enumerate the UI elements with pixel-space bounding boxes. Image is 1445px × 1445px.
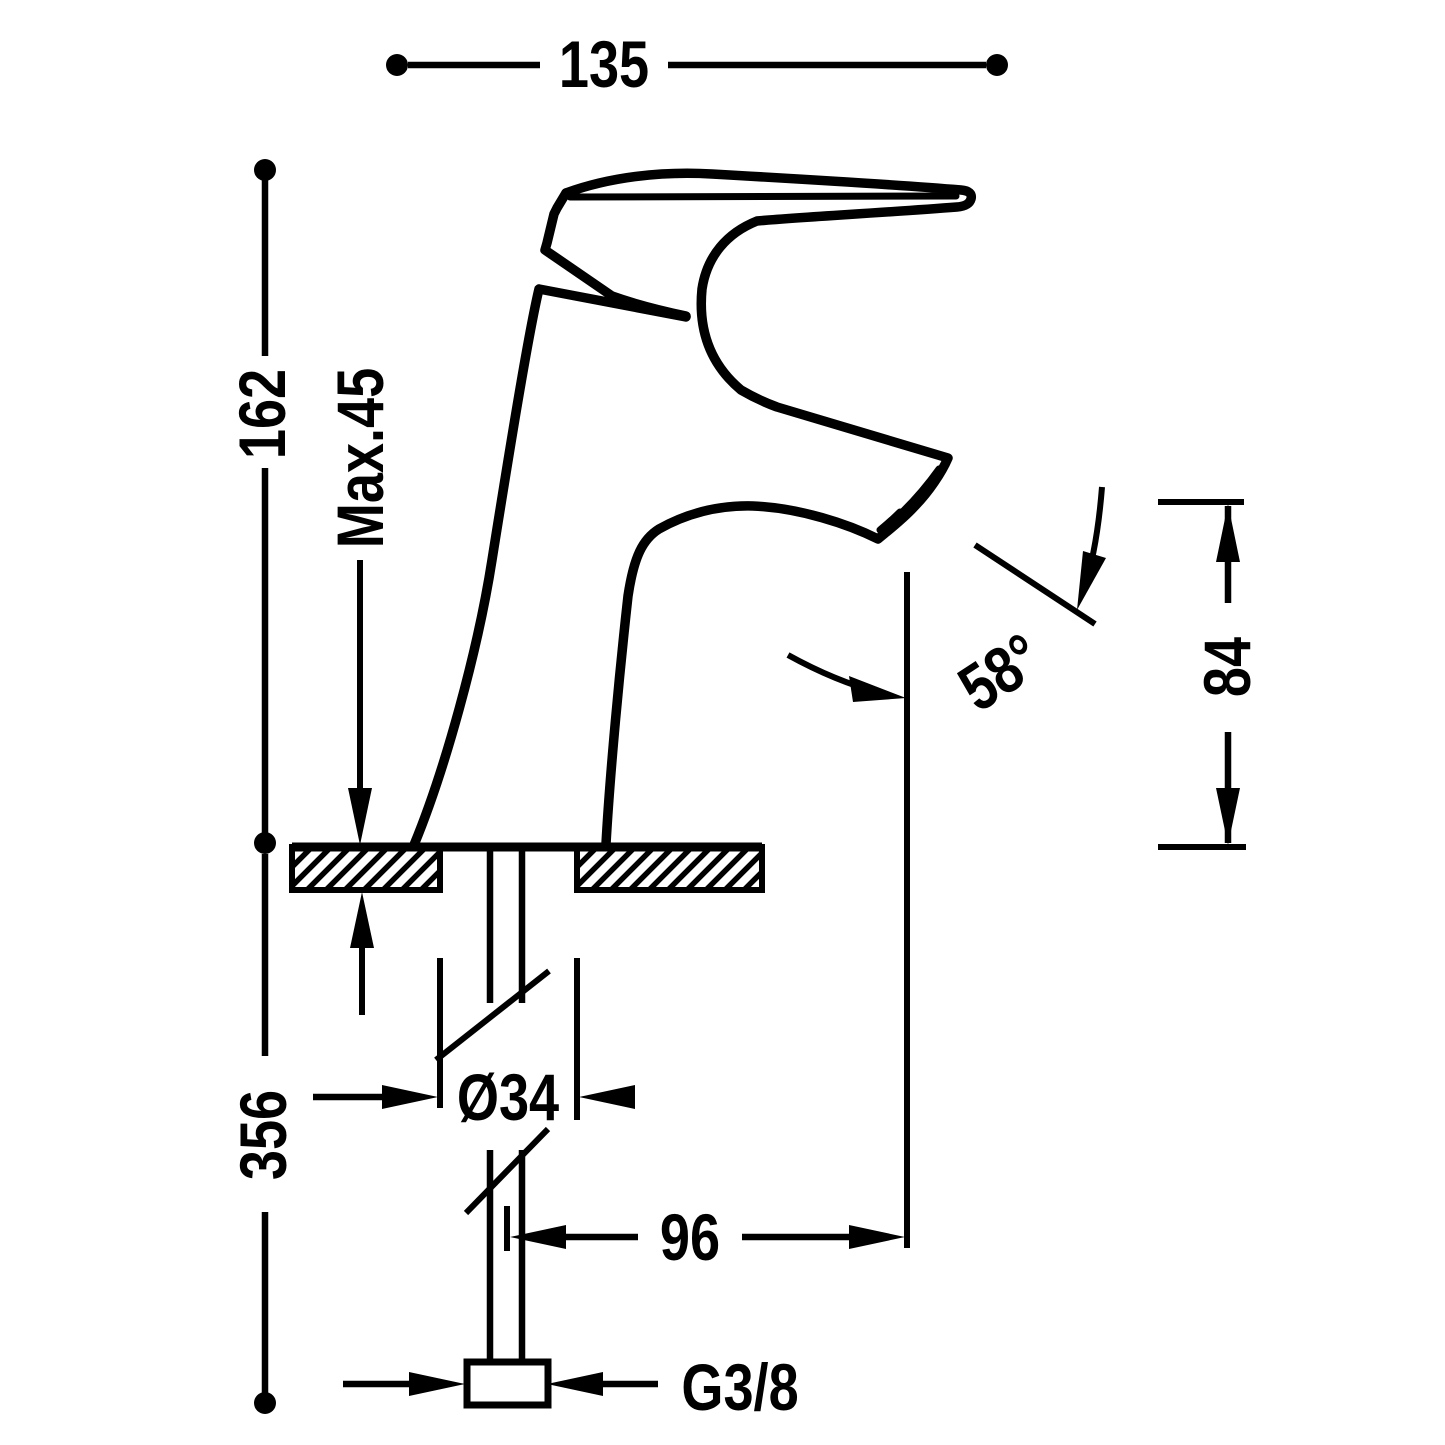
dim-84-down-arrowhead — [1216, 788, 1240, 845]
dimension-body-height: 162 — [225, 159, 299, 854]
connection-nut — [463, 1358, 552, 1409]
supply-pipe-upper — [486, 849, 526, 1003]
dim-label-135: 135 — [559, 27, 649, 101]
dim-96-left-pointing-arrowhead — [510, 1225, 566, 1249]
angle-left-arrowhead — [849, 676, 906, 702]
dim-label-84: 84 — [1190, 637, 1264, 698]
faucet-lever-inner-line — [566, 192, 960, 201]
dim-label-96: 96 — [660, 1200, 720, 1274]
dim-label-162: 162 — [225, 369, 299, 459]
dimension-overall-width: 135 — [386, 27, 1008, 101]
faucet-body-left-edge — [409, 284, 691, 850]
supply-pipe-group — [434, 849, 552, 1409]
countertop-group — [289, 842, 765, 893]
dim-96-right-pointing-arrowhead — [849, 1225, 905, 1249]
dim-o34-right-pointing-arrowhead — [382, 1085, 438, 1109]
faucet-lever-spout-outline — [561, 168, 977, 849]
dim-endpoint-dot — [986, 54, 1008, 76]
dim-endpoint-dot — [254, 1392, 276, 1414]
spout-mouth-inner-line-2 — [876, 508, 904, 534]
faucet-outline-group — [409, 168, 977, 850]
dim-label-o34: Ø34 — [457, 1060, 560, 1134]
pipe-break-slash-upper — [434, 968, 551, 1063]
dimension-outlet-reach: 96 — [504, 1200, 905, 1274]
dim-label-g38: G3/8 — [681, 1350, 798, 1424]
countertop-slab-left — [289, 844, 443, 893]
dimension-spout-angle: 58° — [786, 486, 1106, 1248]
max45-down-arrowhead — [348, 788, 372, 845]
pipe-break-slash-lower — [463, 1126, 551, 1216]
max45-up-arrowhead — [350, 892, 374, 948]
g38-right-pointing-arrowhead — [409, 1372, 465, 1396]
g38-left-pointing-arrowhead — [547, 1372, 603, 1396]
dimension-below-deck-length: 356 — [226, 854, 300, 1414]
dim-endpoint-dot — [254, 159, 276, 181]
dim-endpoint-dot — [386, 54, 408, 76]
dimension-hole-diameter: Ø34 — [313, 958, 635, 1134]
dim-84-up-arrowhead — [1216, 504, 1240, 562]
dim-o34-left-pointing-arrowhead — [579, 1085, 635, 1109]
angle-slanted-reference-line — [973, 542, 1097, 627]
dimension-supply-connection: G3/8 — [343, 1350, 799, 1424]
dim-label-max45: Max.45 — [323, 368, 397, 548]
dimension-spout-outlet-height: 84 — [1158, 499, 1264, 850]
dimension-max-deck-thickness: Max.45 — [323, 368, 397, 1015]
angle-right-arrowhead — [1077, 551, 1106, 610]
countertop-slab-right — [574, 844, 765, 893]
dim-label-356: 356 — [226, 1090, 300, 1180]
dim-label-58deg: 58° — [945, 619, 1054, 726]
